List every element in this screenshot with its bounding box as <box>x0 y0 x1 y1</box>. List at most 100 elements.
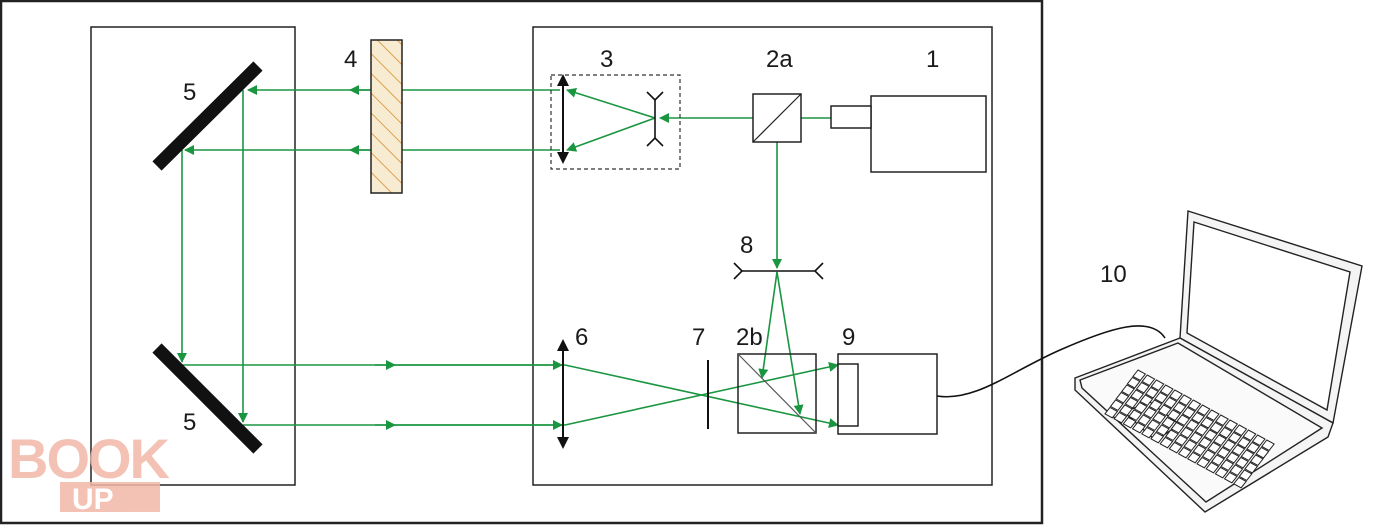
keyboard-key <box>1139 394 1154 407</box>
keyboard-key <box>1146 419 1161 432</box>
label-aperture: 7 <box>692 324 705 351</box>
label-beam-lens: 8 <box>740 232 753 259</box>
keyboard-key <box>1214 466 1229 479</box>
diverging-lens-8 <box>733 262 824 280</box>
keyboard-key <box>1154 391 1169 404</box>
keyboard-key <box>1159 436 1174 449</box>
keyboard-key <box>1172 401 1187 414</box>
keyboard-key <box>1224 419 1239 432</box>
label-computer: 10 <box>1100 261 1127 288</box>
keyboard-key <box>1235 456 1249 469</box>
keyboard-key <box>1170 421 1185 434</box>
label-mirror-top: 5 <box>183 79 196 106</box>
keyboard-key <box>1126 376 1141 389</box>
keyboard-key <box>1145 386 1159 399</box>
keyboard-key <box>1231 444 1246 457</box>
keyboard-key <box>1155 424 1170 437</box>
beam-splitter-2a <box>752 93 802 143</box>
outer-frame <box>0 0 1044 525</box>
keyboard-key <box>1181 406 1196 419</box>
keyboard-key <box>1237 436 1251 449</box>
keyboard-key <box>1113 411 1128 424</box>
keyboard-key <box>1225 451 1240 464</box>
keyboard-key <box>1215 414 1229 427</box>
keyboard-key <box>1238 469 1253 482</box>
keyboard-key <box>1251 434 1266 447</box>
keyboard-key <box>1198 436 1213 449</box>
camera <box>837 353 938 435</box>
keyboard-key <box>1191 411 1205 424</box>
keyboard-key <box>1141 426 1155 439</box>
keyboard-key <box>1240 449 1255 462</box>
keyboard-key <box>1205 461 1220 474</box>
keyboard-key <box>1213 434 1227 447</box>
keyboard-key <box>1211 454 1225 467</box>
keyboard-key <box>1163 396 1178 409</box>
keyboard-key <box>1141 374 1156 387</box>
keyboard-key <box>1109 399 1124 412</box>
keyboard-key <box>1207 441 1222 454</box>
watermark-logo: BOOK UP <box>8 427 172 516</box>
keyboard-key <box>1227 431 1242 444</box>
keyboard-key <box>1201 449 1216 462</box>
keyboard-key <box>1261 439 1275 452</box>
keyboard-key <box>1174 434 1189 447</box>
keyboard-key <box>1218 426 1233 439</box>
svg-text:UP: UP <box>72 483 114 516</box>
keyboard-key <box>1148 399 1163 412</box>
keyboard-key <box>1185 419 1200 432</box>
beam-splitter-2b <box>737 353 817 434</box>
label-sample: 4 <box>344 46 357 73</box>
data-cable <box>936 325 1166 398</box>
keyboard-key <box>1121 384 1135 397</box>
keyboard-key <box>1246 441 1261 454</box>
keyboard-key <box>1143 406 1157 419</box>
keyboard-key <box>1192 444 1207 457</box>
keyboard-key <box>1205 409 1220 422</box>
mirror-enclosure <box>90 26 296 486</box>
keyboard-key <box>1150 379 1165 392</box>
keyboard-key <box>1124 396 1139 409</box>
keyboard-key <box>1168 441 1183 454</box>
keyboard-key <box>1122 416 1137 429</box>
keyboard-key <box>1229 464 1244 477</box>
keyboard-key <box>1187 451 1201 464</box>
keyboard-key <box>1104 406 1119 419</box>
keyboard-key <box>1178 394 1193 407</box>
mirror-bottom <box>152 343 263 454</box>
sample-plate <box>370 39 403 194</box>
keyboard-key <box>1161 416 1176 429</box>
keyboard-key <box>1177 446 1192 459</box>
keyboard-key <box>1203 429 1218 442</box>
svg-text:BOOK: BOOK <box>8 427 170 490</box>
keyboard-key <box>1132 369 1147 382</box>
label-splitter-2b: 2b <box>736 324 763 351</box>
keyboard-key <box>1135 381 1150 394</box>
keyboard-key <box>1220 459 1235 472</box>
telescope-expander <box>550 74 681 170</box>
optics-enclosure <box>532 26 993 486</box>
label-telescope: 3 <box>600 46 613 73</box>
keyboard-key <box>1189 431 1203 444</box>
keyboard-key <box>1150 431 1165 444</box>
keyboard-key <box>1119 404 1133 417</box>
keyboard-key <box>1255 446 1270 459</box>
keyboard-key <box>1196 404 1211 417</box>
keyboard-key <box>1196 456 1211 469</box>
laptop-keyboard <box>1104 369 1275 489</box>
keyboard-key <box>1242 429 1257 442</box>
keyboard-key <box>1183 439 1198 452</box>
keyboard-key <box>1115 391 1130 404</box>
keyboard-key <box>1223 471 1238 484</box>
keyboard-key <box>1233 476 1247 489</box>
keyboard-key <box>1133 401 1148 414</box>
keyboard-key <box>1130 389 1145 402</box>
keyboard-key <box>1249 454 1264 467</box>
keyboard-key <box>1209 421 1224 434</box>
mirror-top <box>152 61 263 171</box>
keyboard-key <box>1200 416 1215 429</box>
label-lens: 6 <box>575 324 588 351</box>
label-mirror-bottom: 5 <box>183 409 196 436</box>
keyboard-key <box>1137 414 1152 427</box>
